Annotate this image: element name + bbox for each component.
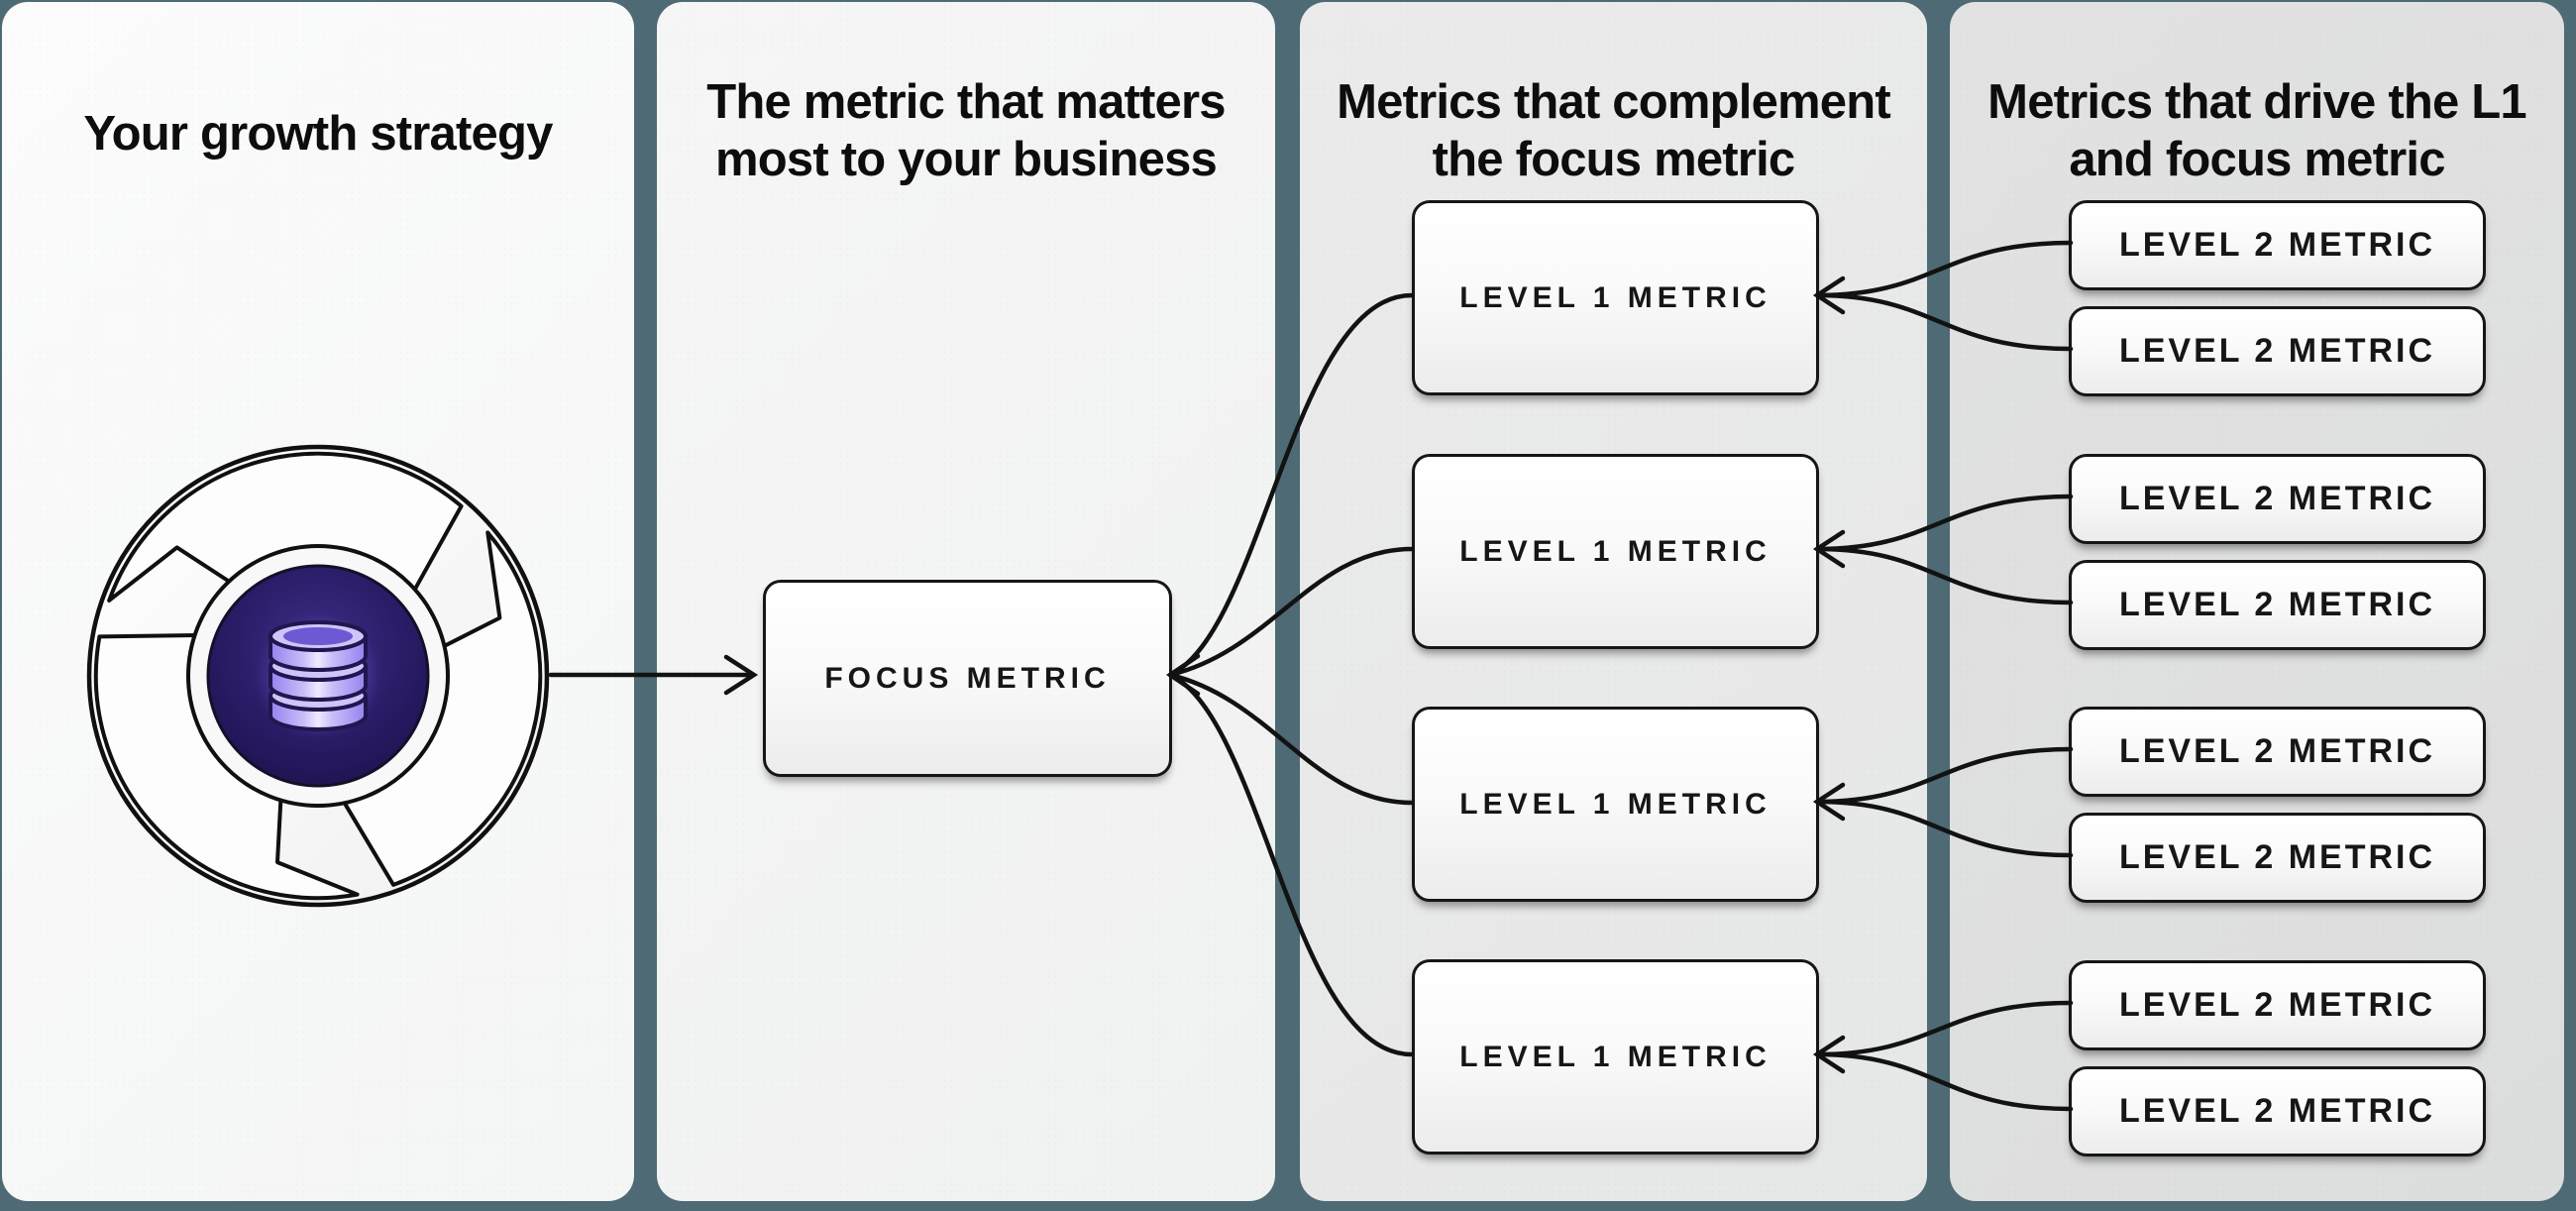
database-opening xyxy=(283,627,353,645)
level-1-metric-node-4: LEVEL 1 METRIC xyxy=(1412,959,1819,1155)
growth-loop-flywheel-icon xyxy=(86,444,550,908)
panel-title-level-2-metrics: Metrics that drive the L1 and focus metr… xyxy=(1987,75,2526,186)
panel-title-growth-strategy: Your growth strategy xyxy=(83,107,553,161)
level-1-metric-node-2: LEVEL 1 METRIC xyxy=(1412,454,1819,649)
level-1-metric-node-3: LEVEL 1 METRIC xyxy=(1412,707,1819,902)
database-icon xyxy=(268,620,368,731)
level-2-metric-node-7: LEVEL 2 METRIC xyxy=(2069,960,2486,1050)
level-2-metric-node-2: LEVEL 2 METRIC xyxy=(2069,306,2486,396)
panel-title-level-1-metrics: Metrics that complement the focus metric xyxy=(1337,75,1891,186)
level-2-metric-node-8: LEVEL 2 METRIC xyxy=(2069,1066,2486,1156)
level-2-metric-node-5: LEVEL 2 METRIC xyxy=(2069,707,2486,797)
level-2-metric-node-4: LEVEL 2 METRIC xyxy=(2069,560,2486,650)
level-1-metric-node-1: LEVEL 1 METRIC xyxy=(1412,200,1819,395)
level-2-metric-node-6: LEVEL 2 METRIC xyxy=(2069,813,2486,903)
focus-metric-node: FOCUS METRIC xyxy=(763,580,1172,777)
panel-title-focus-metric: The metric that matters most to your bus… xyxy=(706,75,1226,186)
level-2-metric-node-3: LEVEL 2 METRIC xyxy=(2069,454,2486,544)
level-2-metric-node-1: LEVEL 2 METRIC xyxy=(2069,200,2486,290)
